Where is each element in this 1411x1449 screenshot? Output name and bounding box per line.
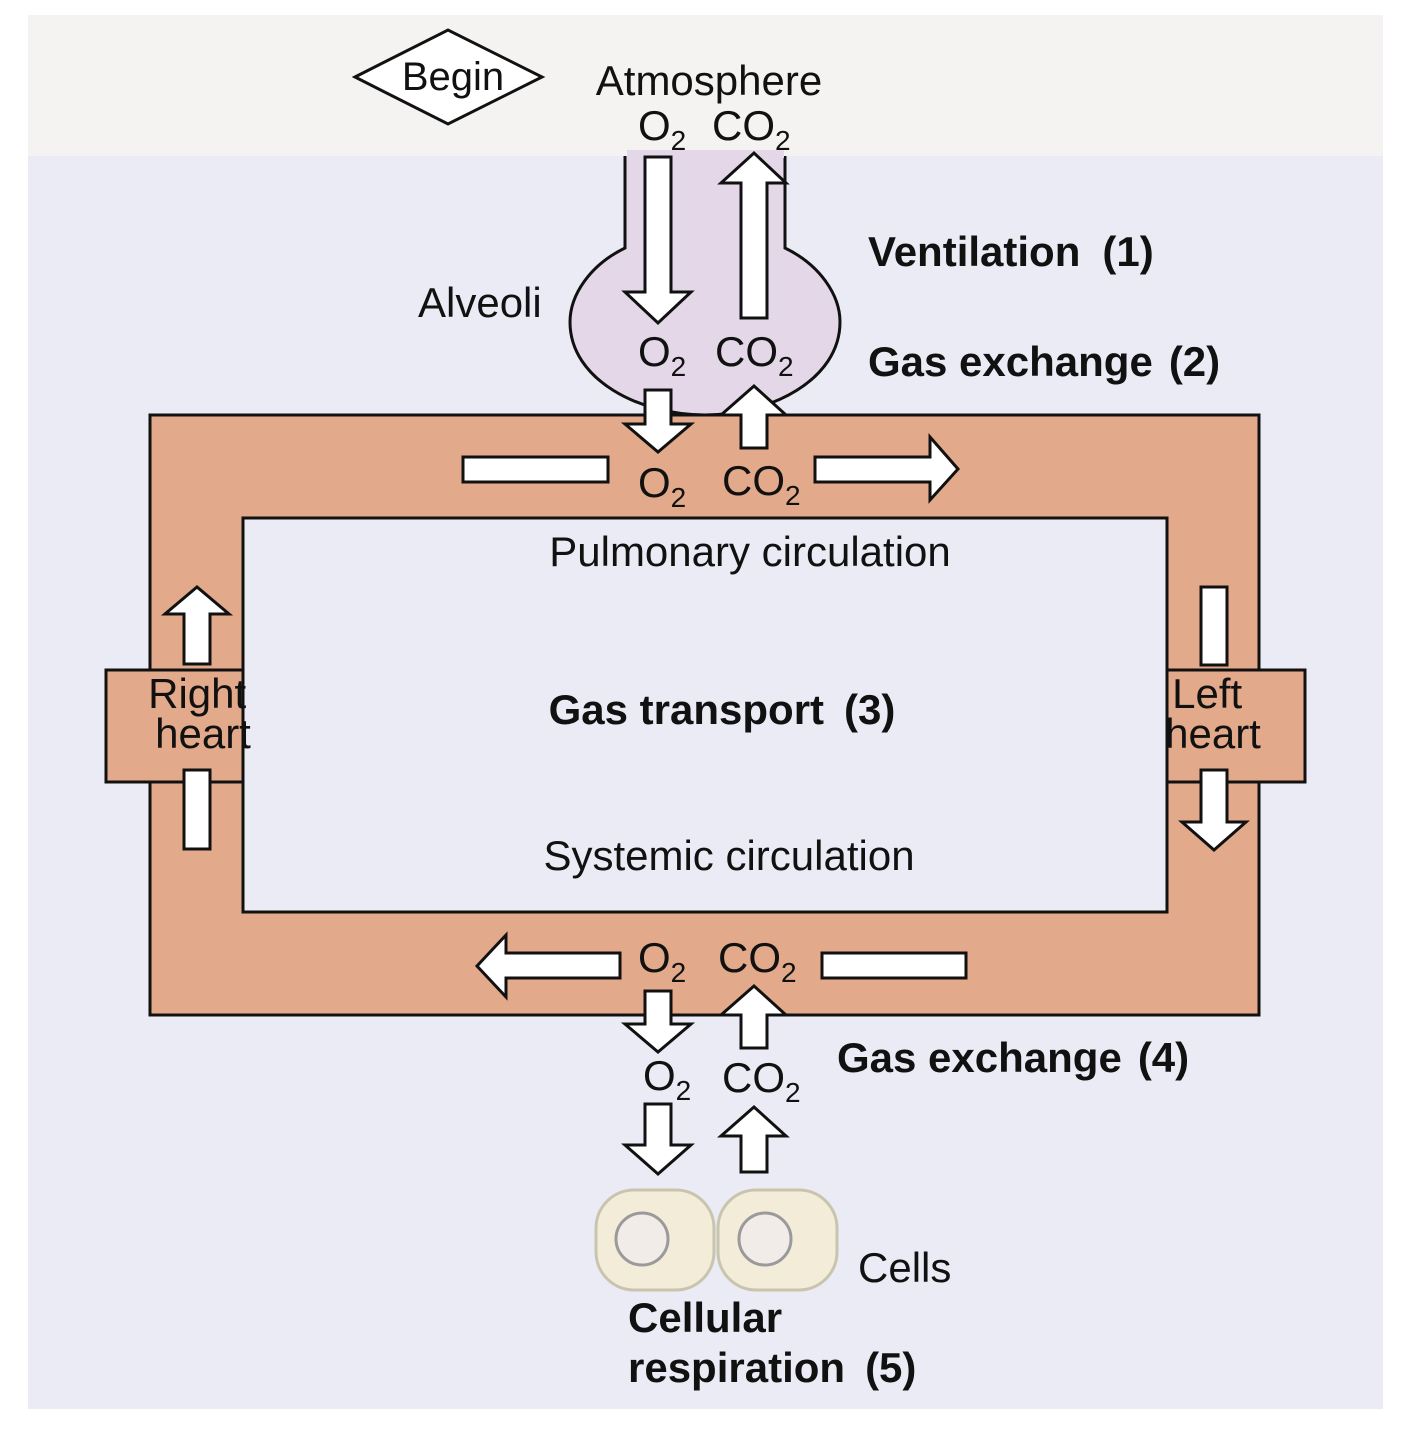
gas-exchange-4-label: Gas exchange(4) (837, 1034, 1189, 1081)
cell-right (716, 1188, 839, 1292)
atmosphere-co2: CO2 (712, 102, 791, 156)
alveoli-o2: O2 (638, 328, 686, 382)
right-heart-flow-bar (182, 768, 212, 851)
pulmonary-flow-bar (461, 455, 610, 484)
left-heart-flow-bar (1199, 585, 1229, 667)
begin-label: Begin (402, 55, 504, 99)
left-heart-down-arrow (1178, 768, 1250, 852)
atmosphere-band (28, 15, 1383, 156)
gas-exchange-2-label: Gas exchange(2) (868, 338, 1220, 385)
right-heart-up-arrow (160, 585, 234, 666)
atmosphere-o2: O2 (638, 102, 686, 156)
left-heart-label: Left heart (1165, 670, 1261, 757)
pulmonary-circulation-label: Pulmonary circulation (549, 528, 951, 575)
systemic-circulation-label: Systemic circulation (543, 832, 914, 879)
gas-transport-label: Gas transport(3) (549, 686, 896, 733)
o2-inhale-arrow (621, 155, 695, 326)
systemic-o2: O2 (638, 934, 686, 988)
co2-out-of-cell-arrow (717, 1104, 790, 1174)
cell-nucleus (737, 1211, 793, 1267)
cell-left (594, 1188, 716, 1292)
alveoli-co2: CO2 (715, 328, 794, 382)
cell-nucleus (614, 1211, 670, 1267)
tissue-co2: CO2 (722, 1054, 801, 1108)
alveoli-label: Alveoli (418, 279, 542, 326)
pulmonary-flow-arrow (813, 433, 961, 504)
co2-diffuse-alveoli-arrow (717, 383, 790, 450)
systemic-co2: CO2 (718, 934, 797, 988)
co2-from-tissue-arrow (717, 983, 790, 1050)
co2-exhale-arrow (717, 150, 790, 320)
right-heart-label: Right heart (148, 670, 258, 757)
o2-diffuse-blood-arrow (620, 388, 696, 454)
cellular-respiration-line2: respiration(5) (628, 1344, 916, 1391)
pulmonary-co2: CO2 (722, 457, 801, 511)
o2-to-tissue-arrow (620, 989, 696, 1054)
ventilation-label: Ventilation(1) (868, 228, 1154, 275)
cells-label: Cells (858, 1244, 951, 1291)
begin-marker: Begin (351, 28, 546, 126)
atmosphere-label: Atmosphere (596, 57, 822, 104)
o2-into-cell-arrow (621, 1102, 695, 1176)
cellular-respiration-line1: Cellular (628, 1294, 782, 1341)
systemic-flow-bar (820, 951, 968, 980)
tissue-o2: O2 (643, 1052, 691, 1106)
systemic-flow-arrow (474, 931, 622, 1001)
pulmonary-o2: O2 (638, 459, 686, 513)
